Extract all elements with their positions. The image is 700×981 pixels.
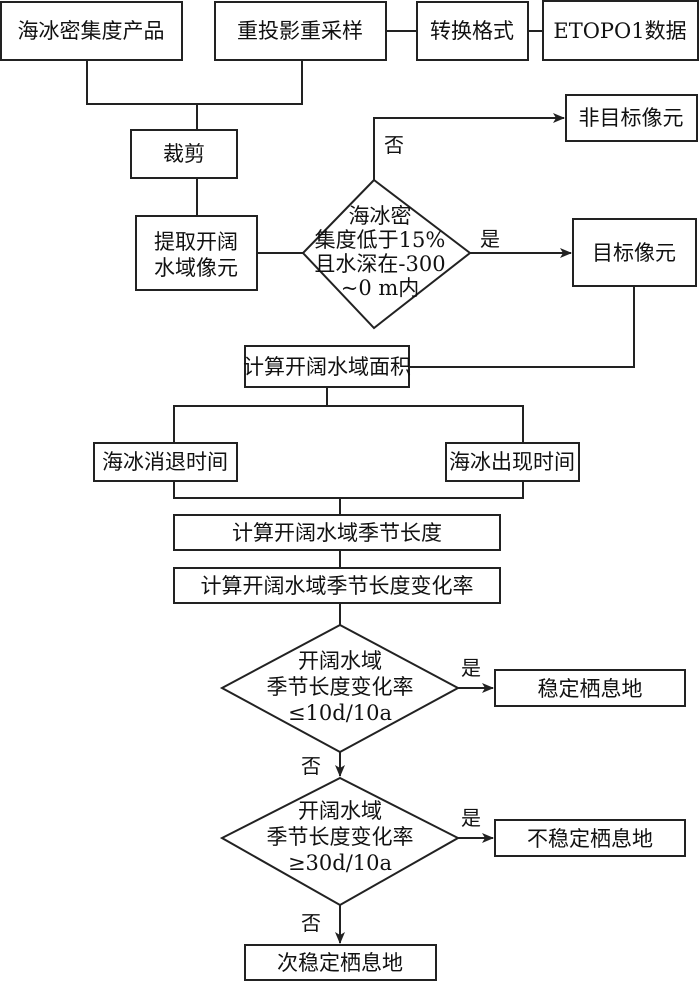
node-label: 转换格式 [430, 19, 514, 43]
node-label: 计算开阔水域季节长度变化率 [201, 574, 474, 598]
decision-label-line2: 集度低于15% [315, 228, 446, 252]
node-unstable-habitat: 不稳定栖息地 [494, 819, 686, 857]
node-label: 非目标像元 [579, 106, 684, 130]
node-label: 重投影重采样 [237, 19, 363, 43]
connectors [86, 30, 635, 944]
decision-label-line3: 且水深在-300 [314, 252, 445, 276]
edge-label-no: 否 [384, 133, 404, 157]
node-label-line1: 提取开阔 [154, 230, 238, 254]
decision-label-line4: ~0 m内 [341, 276, 420, 300]
decision-label-line2: 季节长度变化率 [267, 675, 414, 699]
node-label: 次稳定栖息地 [277, 951, 403, 975]
arrow-decision1-no [373, 113, 565, 180]
decision-label-line2: 季节长度变化率 [267, 825, 414, 849]
node-label: 裁剪 [163, 142, 205, 166]
connector-product-merge [86, 61, 303, 105]
node-sea-ice-product: 海冰密集度产品 [0, 1, 183, 61]
node-calc-season-length: 计算开阔水域季节长度 [173, 514, 501, 551]
decision-rate-ge-30: 开阔水域 季节长度变化率 ≥30d/10a [219, 776, 461, 907]
node-non-target-pixel: 非目标像元 [565, 94, 698, 142]
edge-label-no: 否 [301, 754, 321, 778]
decision-rate-le-10: 开阔水域 季节长度变化率 ≤10d/10a [219, 623, 461, 754]
decision-label-line1: 开阔水域 [298, 799, 382, 823]
node-ice-advance-time: 海冰出现时间 [445, 442, 580, 482]
node-label: 海冰消退时间 [102, 450, 228, 474]
node-target-pixel: 目标像元 [572, 218, 697, 287]
node-label: 不稳定栖息地 [527, 827, 653, 851]
node-label-line2: 水域像元 [154, 256, 238, 280]
node-label: ETOPO1数据 [553, 19, 686, 43]
node-label: 计算开阔水域季节长度 [232, 521, 442, 545]
node-calc-season-rate: 计算开阔水域季节长度变化率 [173, 567, 501, 604]
decision-sea-ice-depth: 海冰密 集度低于15% 且水深在-300 ~0 m内 [301, 178, 472, 330]
node-convert-format: 转换格式 [416, 1, 529, 61]
node-label: 海冰出现时间 [449, 450, 575, 474]
edge-label-yes: 是 [461, 806, 481, 830]
node-substable-habitat: 次稳定栖息地 [244, 944, 437, 981]
edge-label-yes: 是 [480, 227, 500, 251]
node-extract-open-water: 提取开阔 水域像元 [135, 215, 258, 291]
node-label: 计算开阔水域面积 [243, 355, 411, 379]
node-label: 稳定栖息地 [538, 677, 643, 701]
node-calc-open-water-area: 计算开阔水域面积 [243, 345, 411, 388]
connector-times-merge [173, 481, 524, 499]
decision-label-line3: ≤10d/10a [288, 701, 392, 725]
node-label: 海冰密集度产品 [18, 19, 165, 43]
node-reproject: 重投影重采样 [214, 1, 387, 61]
edge-label-no: 否 [301, 911, 321, 935]
decision-label-line1: 海冰密 [349, 204, 412, 228]
decision-label-line3: ≥30d/10a [288, 851, 392, 875]
node-label: 目标像元 [592, 241, 676, 265]
connector-target-calc-area [409, 286, 635, 368]
node-ice-retreat-time: 海冰消退时间 [93, 442, 238, 482]
decision-label-line1: 开阔水域 [298, 649, 382, 673]
node-clip: 裁剪 [130, 129, 238, 179]
node-stable-habitat: 稳定栖息地 [494, 669, 686, 707]
node-etopo1: ETOPO1数据 [542, 0, 699, 61]
edge-label-yes: 是 [461, 656, 481, 680]
connector-split [173, 405, 524, 443]
